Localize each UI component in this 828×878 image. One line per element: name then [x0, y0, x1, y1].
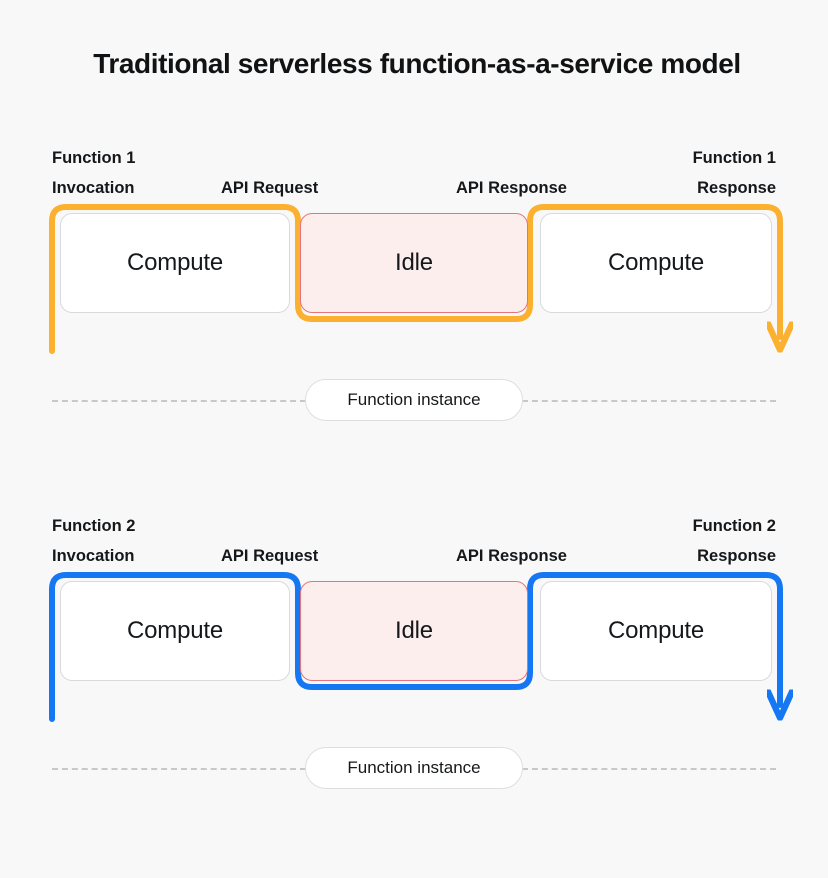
box-label: Idle	[395, 249, 433, 276]
box-row-function-2: Compute Idle Compute	[0, 569, 828, 739]
dashed-line-right	[522, 768, 776, 770]
box-label: Idle	[395, 617, 433, 644]
label-function-2-api-request: API Request	[221, 547, 319, 565]
box-function-1-compute-2[interactable]: Compute	[540, 213, 772, 313]
function-instance-pill-2: Function instance	[305, 747, 523, 789]
label-function-1-response: Function 1 Response	[692, 149, 776, 197]
label-function-2-invocation: Function 2 Invocation	[52, 517, 136, 565]
box-label: Compute	[127, 249, 223, 276]
label-function-1-invocation: Function 1 Invocation	[52, 149, 136, 197]
function-instance-label: Function instance	[347, 390, 481, 409]
box-function-1-idle[interactable]: Idle	[300, 213, 528, 313]
page-title: Traditional serverless function-as-a-ser…	[93, 48, 741, 79]
label-row-function-2: Function 2 Invocation API Request API Re…	[0, 503, 828, 569]
box-label: Compute	[127, 617, 223, 644]
label-row-function-1: Function 1 Invocation API Request API Re…	[0, 135, 828, 201]
label-function-2-api-response: API Response	[456, 547, 567, 565]
divider-function-2: Function instance	[0, 739, 828, 799]
dashed-line-left	[52, 400, 306, 402]
box-function-2-compute-1[interactable]: Compute	[60, 581, 290, 681]
timeline-band-function-2: Compute Idle Compute	[0, 569, 828, 739]
box-row-function-1: Compute Idle Compute	[0, 201, 828, 371]
divider-function-1: Function instance	[0, 371, 828, 431]
function-instance-label: Function instance	[347, 758, 481, 777]
label-function-1-api-request: API Request	[221, 179, 319, 197]
section-function-2: Function 2 Invocation API Request API Re…	[0, 503, 828, 799]
box-function-1-compute-1[interactable]: Compute	[60, 213, 290, 313]
box-function-2-idle[interactable]: Idle	[300, 581, 528, 681]
label-function-1-api-response: API Response	[456, 179, 567, 197]
dashed-line-left	[52, 768, 306, 770]
timeline-band-function-1: Compute Idle Compute	[0, 201, 828, 371]
section-function-1: Function 1 Invocation API Request API Re…	[0, 135, 828, 431]
box-label: Compute	[608, 249, 704, 276]
box-function-2-compute-2[interactable]: Compute	[540, 581, 772, 681]
lifecycle-stroke-function-2	[49, 572, 828, 722]
dashed-line-right	[522, 400, 776, 402]
function-instance-pill-1: Function instance	[305, 379, 523, 421]
lifecycle-stroke-function-1	[49, 204, 828, 354]
label-function-2-response: Function 2 Response	[692, 517, 776, 565]
box-label: Compute	[608, 617, 704, 644]
